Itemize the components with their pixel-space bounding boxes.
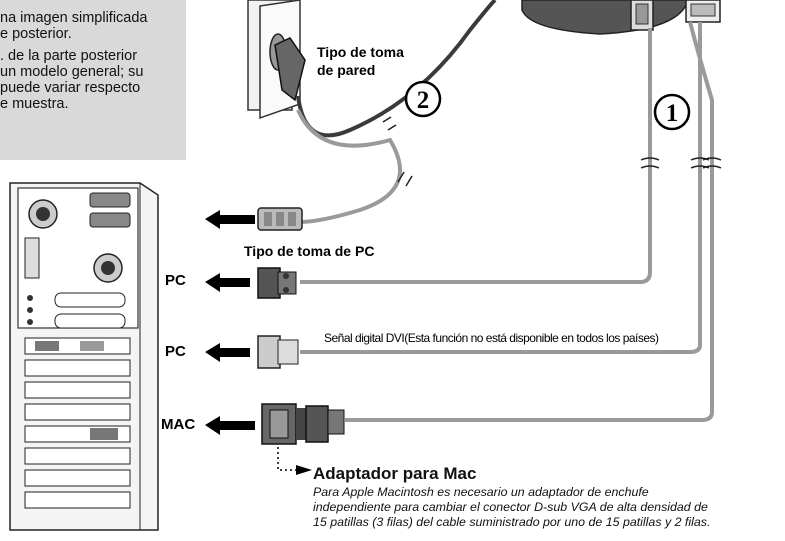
info-note-text: na imagen simplificada e posterior. . de… [0, 10, 186, 112]
mac-adapter-pointer [277, 447, 296, 471]
cable-break-mark [382, 116, 397, 131]
monitor-dvi-port [685, 0, 721, 23]
dsub-cable [300, 28, 652, 284]
mac-adapter [261, 403, 345, 445]
mac-adapter-title: Adaptador para Mac [313, 464, 477, 483]
arrow-right-icon [296, 465, 312, 475]
power-cable-gray [296, 109, 402, 224]
step-2-number: 2 [417, 87, 430, 114]
wall-outlet-label-line: Tipo de toma [317, 44, 404, 60]
pc-outlet-label: Tipo de toma de PC [244, 243, 375, 259]
note-line: e muestra. [0, 96, 69, 112]
wall-outlet [247, 0, 306, 120]
step-1-marker [653, 93, 691, 131]
note-line: e posterior. [0, 26, 72, 42]
mac-desc-line: 15 patillas (3 filas) del cable suminist… [313, 515, 711, 529]
pc-label-dvi: PC [165, 343, 186, 360]
pc-power-plug [257, 207, 303, 231]
note-line: un modelo general; su [0, 64, 144, 80]
dvi-signal-label: Señal digital DVI(Esta función no está d… [324, 331, 659, 345]
info-note-box [0, 0, 186, 160]
pc-label-dsub: PC [165, 272, 186, 289]
note-line: na imagen simplificada [0, 10, 148, 26]
mac-label: MAC [161, 416, 196, 433]
cable-break-mark [690, 157, 710, 169]
wall-outlet-label: Tipo de toma de pared [317, 43, 404, 79]
pc-tower [9, 182, 159, 531]
note-line: puede variar respecto [0, 80, 141, 96]
monitor-stand [521, 0, 689, 35]
mac-cable [345, 21, 714, 422]
wall-outlet-label-line: de pared [317, 62, 376, 78]
mac-desc-line: Para Apple Macintosh es necesario un ada… [313, 485, 649, 499]
cable-break-mark [640, 157, 660, 169]
step-1-number: 1 [666, 100, 679, 127]
dvi-connector [257, 335, 299, 369]
dsub-connector [257, 267, 297, 299]
mac-desc-line: independiente para cambiar el conector D… [313, 500, 708, 514]
mac-adapter-description: Para Apple Macintosh es necesario un ada… [313, 485, 710, 530]
monitor-dsub-port [630, 0, 654, 31]
cable-break-mark [702, 157, 722, 169]
arrow-left-icon [205, 210, 255, 229]
arrow-left-icon [205, 273, 250, 292]
arrow-left-icon [205, 416, 255, 435]
step-2-marker [404, 80, 442, 118]
note-line: . de la parte posterior [0, 48, 138, 64]
dvi-cable [300, 22, 702, 354]
cable-break-mark [397, 171, 413, 187]
arrow-left-icon [205, 343, 250, 362]
